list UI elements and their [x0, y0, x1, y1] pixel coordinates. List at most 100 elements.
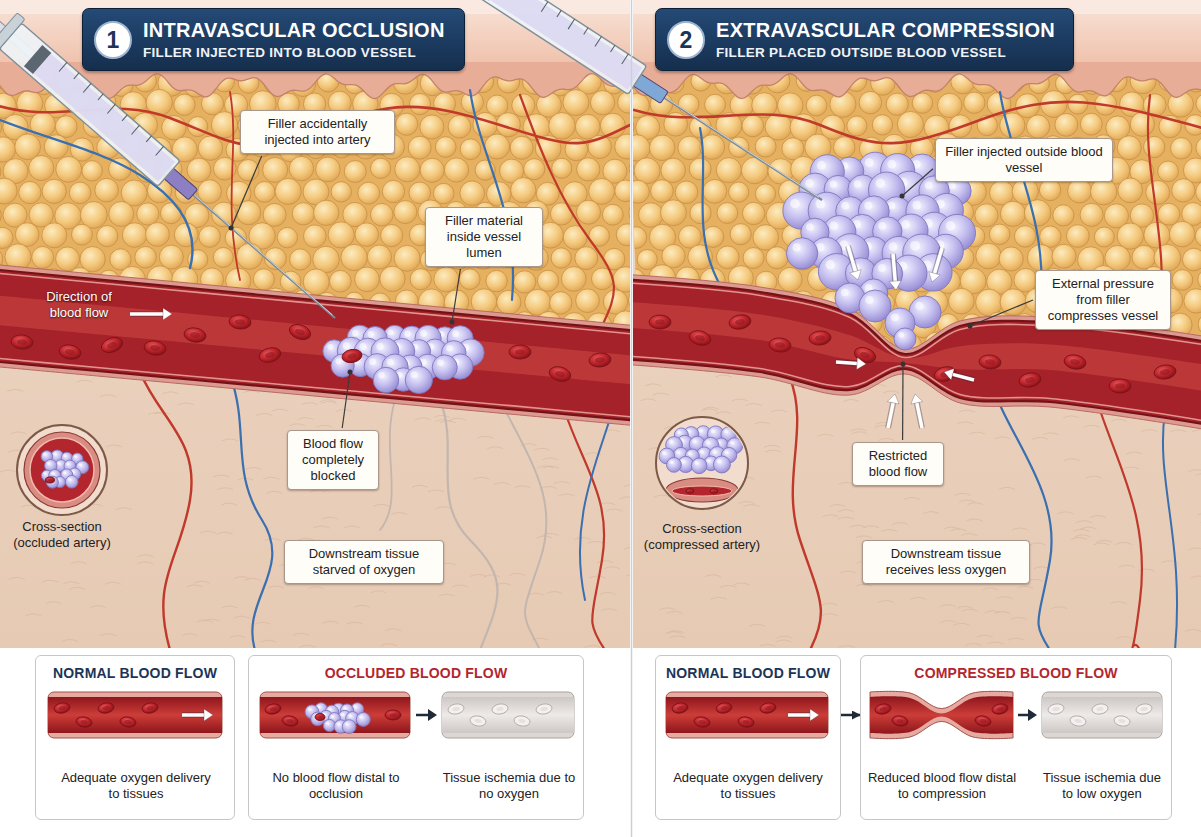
red-blood-cell — [347, 353, 357, 360]
fat-layer — [897, 111, 923, 137]
tissue-illustration — [850, 429, 866, 431]
filler-occlusion — [378, 372, 385, 379]
tissue-illustration — [574, 537, 590, 539]
panel-caption: Tissue ischemia due to no oxygen — [439, 770, 579, 802]
fat-layer — [716, 158, 741, 183]
tissue-illustration — [892, 522, 908, 524]
fat-layer — [1090, 179, 1116, 205]
tissue-illustration — [765, 450, 781, 452]
syringe — [452, 0, 647, 94]
annotation-label: Direction of blood flow — [36, 289, 122, 321]
fat-layer — [859, 91, 882, 114]
syringe — [156, 146, 164, 155]
fat-layer — [1117, 136, 1141, 160]
fat-layer — [549, 112, 576, 139]
filler-occlusion — [343, 342, 350, 349]
fat-layer — [754, 403, 775, 424]
fat-layer — [1132, 245, 1156, 269]
panel-divider — [631, 0, 633, 837]
tissue-illustration — [1111, 419, 1127, 421]
fat-layer — [420, 158, 444, 182]
leader-line — [902, 169, 933, 196]
pressure-arrow — [917, 403, 922, 428]
tissue-illustration — [293, 633, 309, 635]
red-blood-cell — [720, 705, 728, 710]
fat-layer — [976, 423, 1001, 448]
fat-layer — [1068, 179, 1092, 203]
fat-layer — [292, 203, 314, 225]
tissue-illustration — [944, 527, 960, 529]
filler-deposit — [865, 158, 874, 167]
red-blood-cell — [1018, 371, 1042, 389]
red-blood-cell — [879, 706, 887, 711]
label-anchor: Direction of blood flow — [36, 289, 122, 321]
cross-section-compressed — [688, 452, 692, 456]
tissue-illustration — [720, 585, 736, 587]
fat-layer — [1000, 113, 1025, 138]
fat-layer — [690, 202, 711, 223]
tissue-illustration — [624, 547, 630, 549]
fat-layer — [975, 204, 998, 227]
fat-layer — [989, 224, 1010, 245]
flow-arrow — [416, 709, 437, 721]
filler-occlusion — [336, 358, 342, 364]
fat-layer — [448, 423, 470, 445]
cross-section-occluded — [63, 454, 66, 457]
cross-section-occluded — [51, 472, 54, 475]
filler-occlusion — [437, 359, 443, 365]
tissue-illustration — [263, 477, 279, 479]
tissue-illustration — [428, 490, 444, 492]
cross-section-compressed — [711, 429, 715, 433]
fat-layer — [577, 158, 600, 181]
cross-section-compressed — [724, 429, 728, 433]
tissue-illustration — [1189, 548, 1201, 550]
fat-layer — [135, 246, 157, 268]
red-blood-cell — [764, 705, 772, 710]
fat-layer — [304, 398, 329, 423]
pale-blood-cell — [452, 706, 460, 711]
fat-layer — [444, 158, 468, 182]
tissue-illustration — [659, 608, 675, 610]
red-blood-cell — [979, 718, 987, 723]
fat-layer — [1195, 225, 1201, 247]
red-blood-cell — [99, 335, 124, 356]
fat-layer — [41, 398, 66, 423]
red-blood-cell — [190, 331, 201, 338]
red-blood-cell — [891, 715, 908, 728]
label-anchor: Cross-section (occluded artery) — [2, 519, 122, 551]
fat-layer — [636, 422, 661, 447]
tissue-illustration — [606, 509, 622, 511]
tissue-illustration — [703, 407, 719, 409]
fat-layer — [690, 379, 710, 399]
tissue-illustration — [633, 0, 1201, 648]
pressure-arrow — [836, 362, 857, 363]
cross-section-compressed — [667, 458, 682, 473]
fat-layer — [561, 267, 586, 292]
tissue-illustration — [999, 487, 1015, 489]
red-blood-cell — [1070, 358, 1081, 365]
leader-line — [452, 269, 460, 322]
artery — [0, 263, 630, 427]
syringe — [34, 54, 176, 182]
tissue-illustration — [528, 593, 544, 595]
red-blood-cell — [119, 716, 136, 729]
fat-layer — [705, 94, 726, 115]
tissue-illustration — [289, 424, 305, 426]
fat-layer — [434, 267, 459, 292]
fat-layer — [633, 180, 649, 203]
filler-occlusion — [327, 344, 333, 350]
fat-layer — [616, 224, 630, 246]
fat-layer — [1117, 223, 1143, 249]
fat-layer — [275, 178, 301, 204]
fat-layer — [537, 270, 558, 291]
red-blood-cell — [183, 326, 207, 344]
pale-blood-cell — [1140, 706, 1148, 711]
tissue-illustration — [509, 573, 525, 575]
cross-section-compressed — [666, 478, 738, 502]
callout-box: Downstream tissue receives less oxygen — [862, 540, 1030, 584]
panel-title: NORMAL BLOOD FLOW — [36, 664, 234, 682]
cross-section-compressed — [694, 461, 698, 465]
fat-layer — [358, 182, 380, 204]
fat-layer — [19, 181, 41, 203]
fat-layer — [778, 267, 802, 291]
